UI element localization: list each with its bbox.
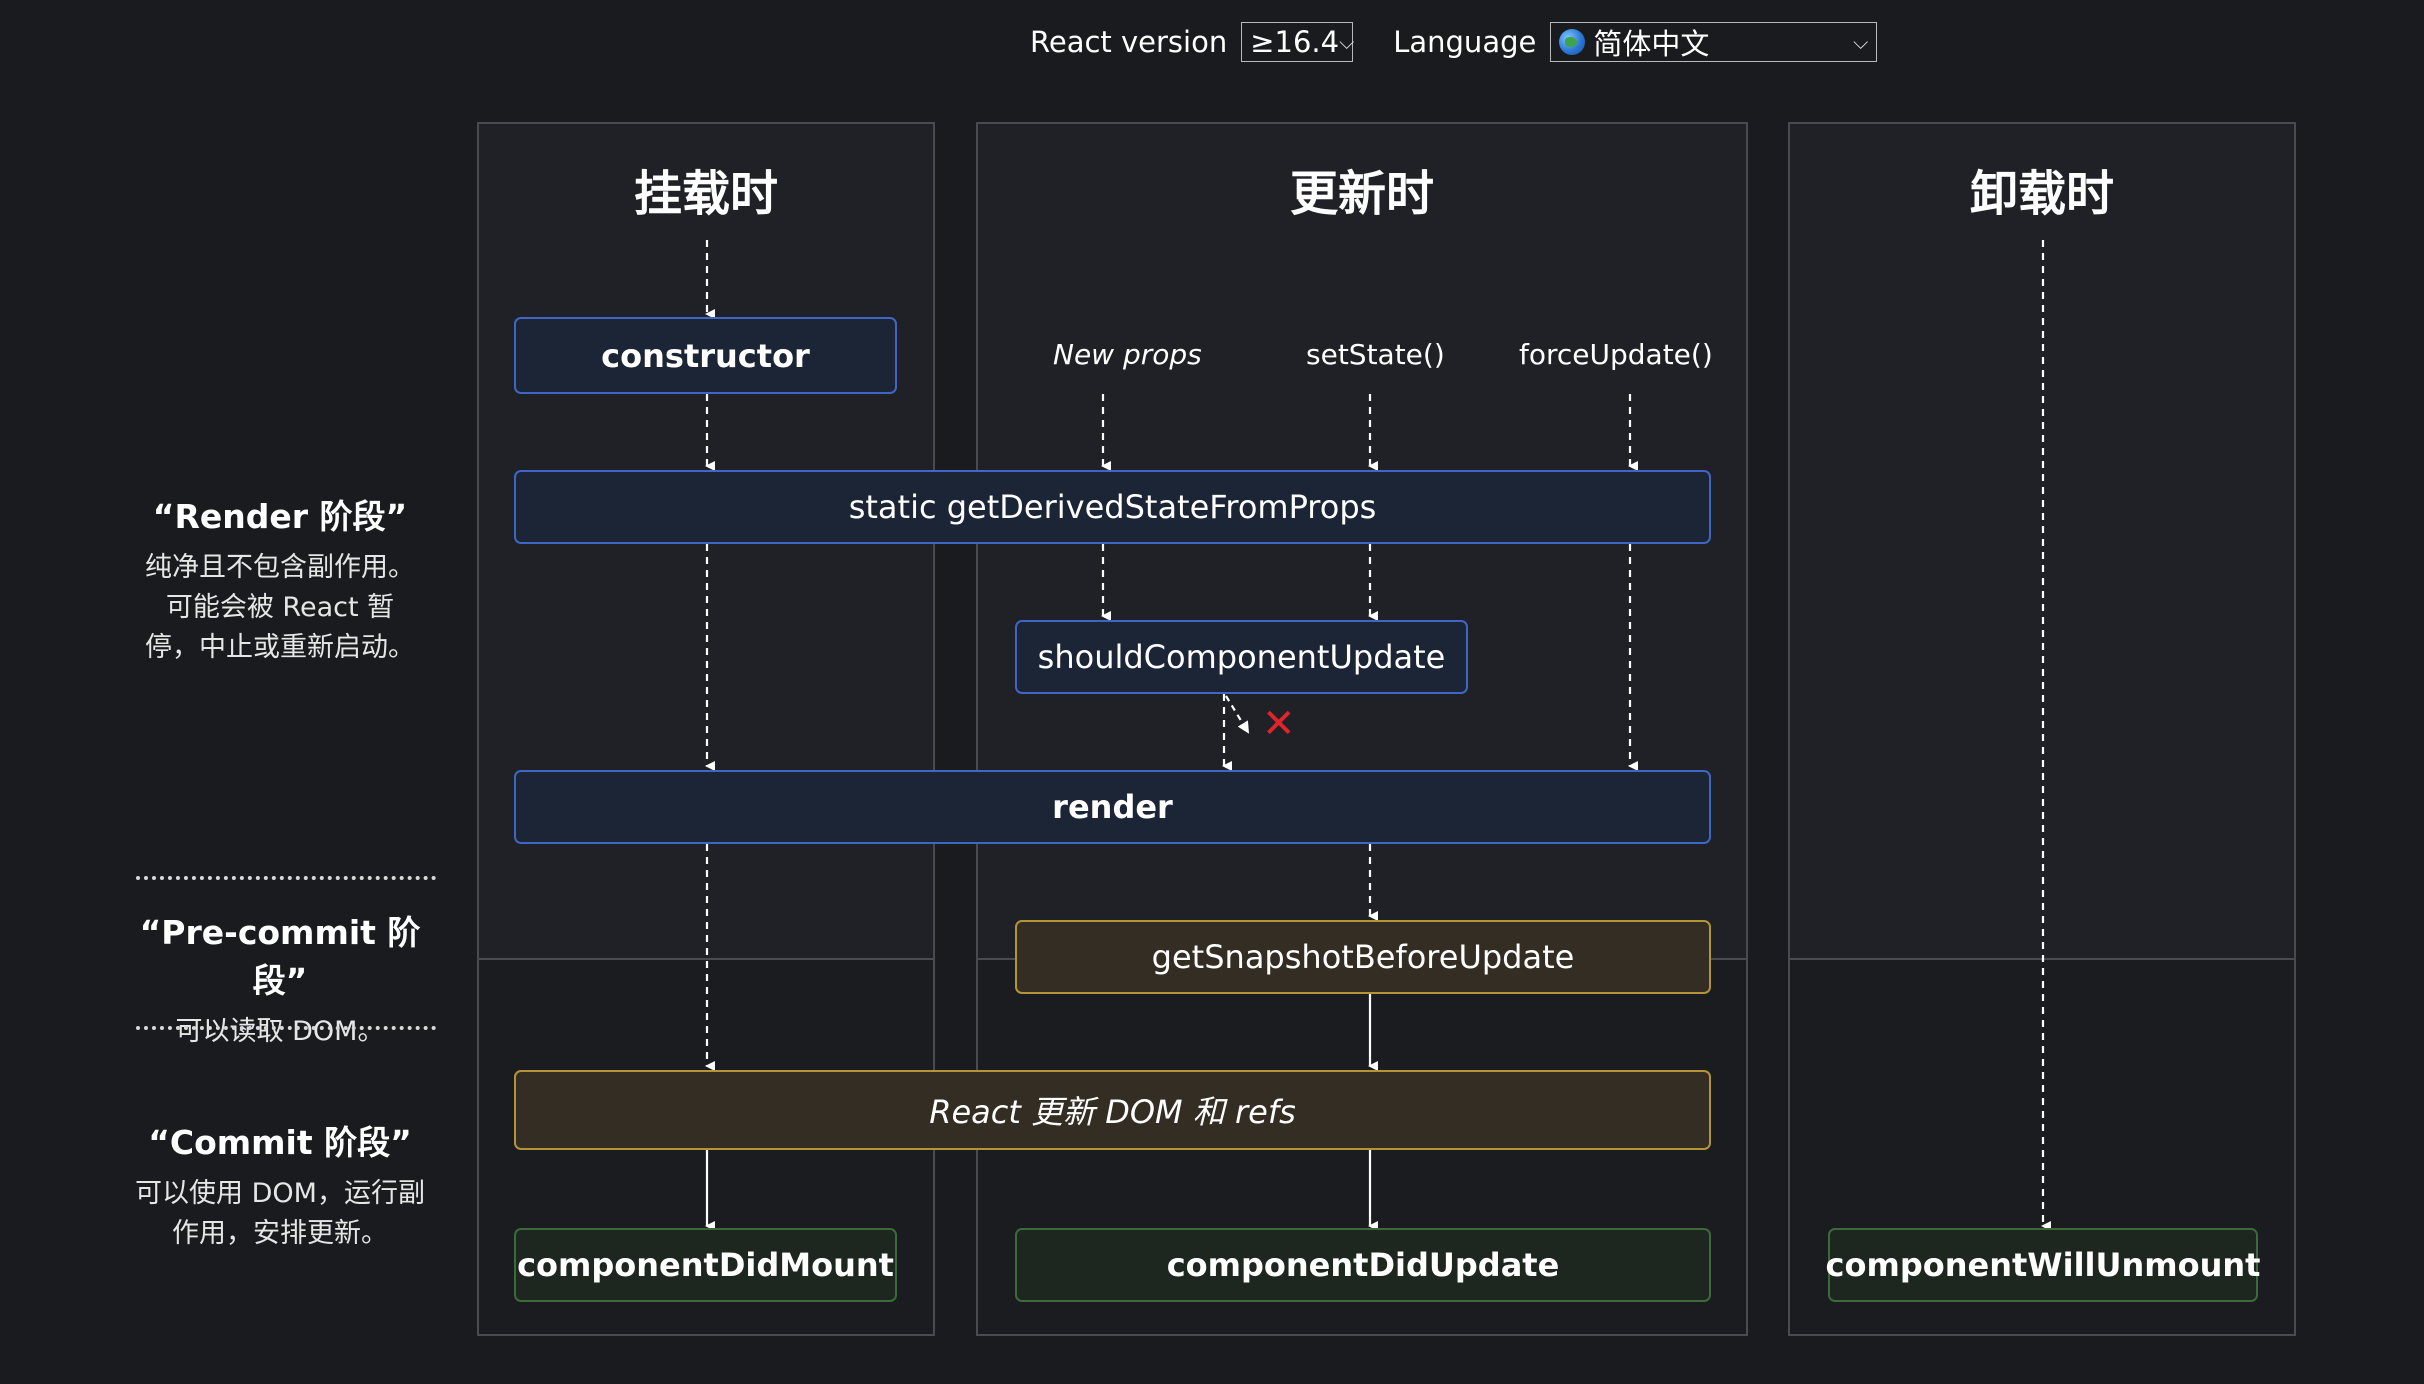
react-version-select[interactable]: ≥16.4 ⌵ <box>1241 22 1355 62</box>
version-label: React version <box>1030 25 1228 59</box>
unmount-column-title: 卸载时 <box>1969 166 2114 222</box>
chevron-down-icon: ⌵ <box>1339 30 1355 54</box>
mount-column-title: 挂载时 <box>633 166 778 222</box>
precommit-phase-desc: 可以读取 DOM。 <box>175 1016 385 1047</box>
top-controls: React version ≥16.4 ⌵ Language 简体中文 ⌵ <box>1030 20 1878 64</box>
trigger-force-update: forceUpdate() <box>1519 338 1713 371</box>
should-component-update-box: shouldComponentUpdate <box>1015 620 1468 694</box>
phase-divider <box>136 1026 436 1030</box>
component-will-unmount-box: componentWillUnmount <box>1826 1228 2260 1302</box>
get-derived-state-box: static getDerivedStateFromProps <box>514 470 1711 544</box>
constructor-box: constructor <box>514 317 897 394</box>
mount-column: 挂载时 <box>477 122 935 1336</box>
language-select[interactable]: 简体中文 ⌵ <box>1550 22 1878 62</box>
precommit-phase-label: “Pre-commit 阶段” 可以读取 DOM。 <box>130 906 430 1052</box>
react-updates-dom-box: React 更新 DOM 和 refs <box>514 1070 1711 1150</box>
cancel-x-icon: ✕ <box>1262 701 1296 747</box>
react-version-value: ≥16.4 <box>1250 25 1340 59</box>
get-snapshot-box: getSnapshotBeforeUpdate <box>1015 920 1711 994</box>
trigger-set-state: setState() <box>1306 338 1445 371</box>
trigger-new-props: New props <box>1053 338 1202 371</box>
component-did-mount-box: componentDidMount <box>514 1228 897 1302</box>
commit-phase-desc: 可以使用 DOM，运行副作用，安排更新。 <box>135 1178 425 1249</box>
chevron-down-icon: ⌵ <box>1853 30 1869 54</box>
language-value: 简体中文 <box>1593 27 1710 61</box>
globe-icon <box>1559 29 1586 55</box>
render-phase-desc: 纯净且不包含副作用。可能会被 React 暂停，中止或重新启动。 <box>145 552 415 663</box>
commit-phase-title: “Commit 阶段” <box>148 1123 412 1162</box>
component-did-update-box: componentDidUpdate <box>1015 1228 1711 1302</box>
phase-divider <box>136 876 436 880</box>
commit-phase-label: “Commit 阶段” 可以使用 DOM，运行副作用，安排更新。 <box>130 1116 430 1254</box>
unmount-column: 卸载时 <box>1788 122 2296 1336</box>
render-phase-title: “Render 阶段” <box>152 497 408 536</box>
render-phase-label: “Render 阶段” 纯净且不包含副作用。可能会被 React 暂停，中止或重… <box>130 490 430 668</box>
update-column: 更新时 <box>976 122 1748 1336</box>
update-column-title: 更新时 <box>1289 166 1434 222</box>
render-box: render <box>514 770 1711 844</box>
precommit-phase-title: “Pre-commit 阶段” <box>139 913 421 1000</box>
language-label: Language <box>1393 25 1537 59</box>
